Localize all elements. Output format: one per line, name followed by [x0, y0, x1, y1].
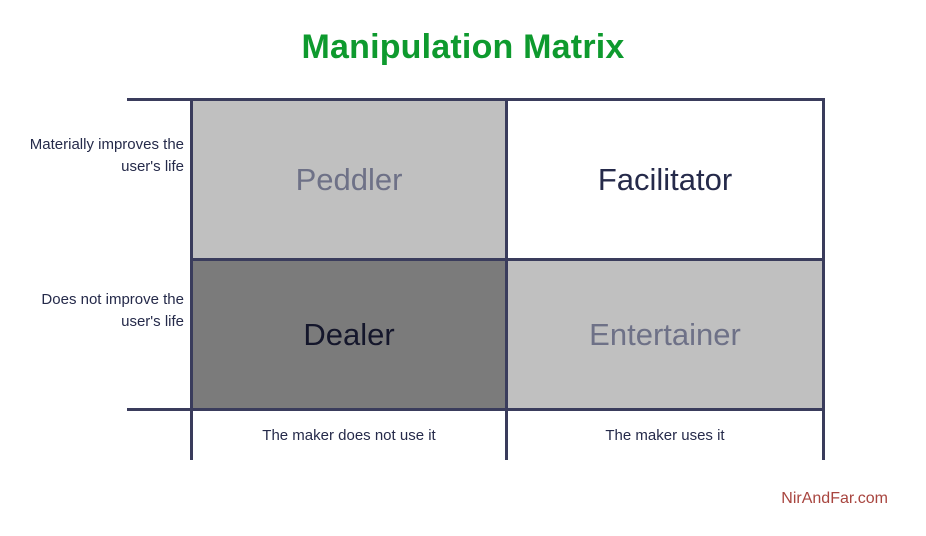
matrix-row-label-improves: Materially improves the user's life: [29, 136, 184, 175]
matrix-column-divider: [505, 98, 508, 460]
matrix-column-label-maker-does-not-use: The maker does not use it: [262, 427, 436, 444]
source-attribution: NirAndFar.com: [781, 490, 888, 507]
matrix-left-axis: [190, 98, 193, 460]
page-title: Manipulation Matrix: [301, 28, 625, 66]
matrix-top-border: [127, 98, 825, 101]
matrix-cell-dealer: Dealer: [193, 261, 505, 408]
matrix-column-label-maker-uses: The maker uses it: [605, 427, 725, 444]
matrix-row-label-does-not-improve: Does not improve the user's life: [41, 291, 184, 330]
matrix-bottom-border: [127, 408, 825, 411]
matrix-cell-entertainer: Entertainer: [508, 261, 822, 408]
matrix-cell-facilitator: Facilitator: [508, 101, 822, 258]
matrix-cell-peddler: Peddler: [193, 101, 505, 258]
matrix-right-axis: [822, 98, 825, 460]
